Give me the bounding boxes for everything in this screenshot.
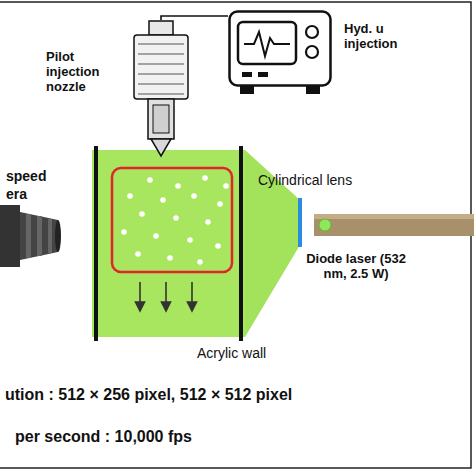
wall-label: Acrylic wall <box>197 345 266 361</box>
camera-label: speed <box>6 168 46 184</box>
spec-text: ution : 512 × 256 pixel, 512 × 512 pixel <box>5 386 292 404</box>
field-of-view <box>112 168 232 272</box>
controller-drawing <box>228 10 332 96</box>
laser-drawing <box>314 214 474 236</box>
camera-label: era <box>6 186 27 202</box>
diode-laser: Diode laser (532 nm, 2.5 W) <box>314 214 474 236</box>
injector-nozzle: Pilot injection nozzle <box>130 20 192 158</box>
lens-label: Cylindrical lens <box>258 172 352 188</box>
node-label: Pilot injection nozzle <box>46 50 128 95</box>
acrylic-wall-left <box>94 146 98 341</box>
high-speed-camera <box>0 205 61 267</box>
cylindrical-lens <box>298 198 302 247</box>
hydraulic-unit: Hyd. u injection <box>228 10 332 96</box>
test-section <box>92 150 245 337</box>
signal-wire <box>161 16 228 20</box>
nozzle-drawing <box>130 20 192 158</box>
node-label: Diode laser (532 nm, 2.5 W) <box>300 252 412 282</box>
node-label: Hyd. u injection <box>344 22 416 52</box>
acrylic-wall-right <box>239 146 243 341</box>
droplets <box>121 175 229 265</box>
spec-text: per second : 10,000 fps <box>15 428 192 446</box>
flow-arrows <box>136 282 197 311</box>
